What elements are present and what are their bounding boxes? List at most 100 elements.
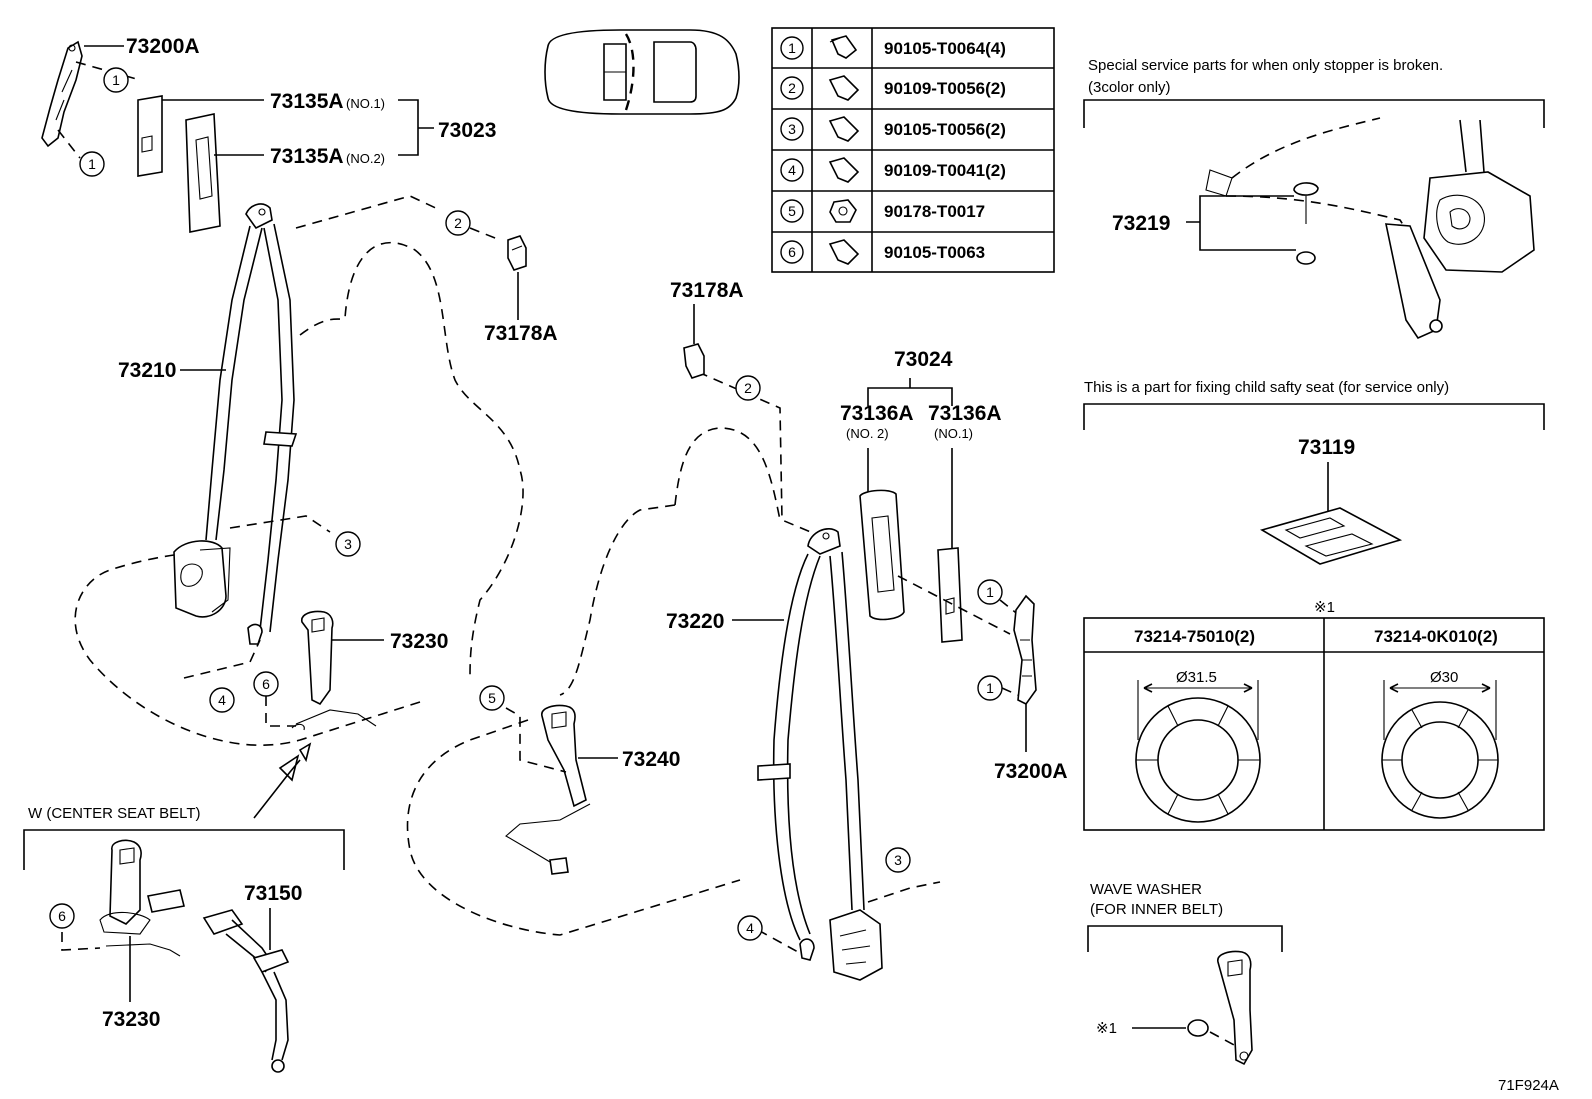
label-73135A-no1: 73135A [270, 90, 344, 113]
fastener-part-5: 90178-T0017 [884, 202, 985, 221]
svg-text:5: 5 [788, 203, 796, 219]
label-73178A-left: 73178A [484, 322, 558, 345]
callout-3-mid: 3 [885, 847, 911, 873]
label-73150: 73150 [244, 882, 302, 905]
note-ref-mark-leader: ※1 [1096, 1020, 1117, 1037]
anchor-73200A-right [1013, 594, 1037, 706]
label-73240: 73240 [622, 748, 680, 771]
fastener-row-5: 5 90178-T0017 [780, 199, 985, 223]
svg-text:6: 6 [788, 244, 796, 260]
callout-3-left: 3 [335, 531, 361, 557]
center-seat-outline [406, 427, 781, 936]
washer-col1: 73214-75010(2) [1134, 627, 1255, 646]
callout-6-left: 6 [253, 671, 279, 697]
bracket-73119 [1259, 507, 1403, 565]
note-center-belt: W (CENTER SEAT BELT) [28, 805, 201, 822]
washer-dia2: Ø30 [1430, 669, 1458, 686]
label-73219: 73219 [1112, 212, 1170, 235]
svg-text:1: 1 [112, 72, 120, 88]
fastener-part-6: 90105-T0063 [884, 243, 985, 262]
fastener-row-3: 3 90105-T0056(2) [780, 116, 1006, 142]
note-stopper-line1: Special service parts for when only stop… [1088, 57, 1443, 74]
cover-73136A-no1 [937, 547, 963, 643]
diagram-id: 71F924A [1498, 1077, 1559, 1094]
svg-text:5: 5 [488, 690, 496, 706]
label-73136A-no1-sub: (NO.1) [934, 426, 973, 441]
svg-text:1: 1 [88, 156, 96, 172]
buckle-73240 [505, 704, 591, 875]
label-73220: 73220 [666, 610, 724, 633]
svg-text:1: 1 [986, 680, 994, 696]
svg-text:1: 1 [986, 584, 994, 600]
label-73024: 73024 [894, 348, 953, 371]
svg-text:4: 4 [218, 692, 226, 708]
callout-1d: 1 [977, 675, 1003, 701]
fastener-row-4: 4 90109-T0041(2) [780, 157, 1006, 183]
label-73136A-no2: 73136A [840, 402, 914, 425]
buckle-73230-left [291, 610, 377, 731]
callout-5: 5 [479, 685, 505, 711]
label-73230-left: 73230 [390, 630, 448, 653]
label-73119: 73119 [1298, 436, 1355, 459]
fastener-table: 1 90105-T0064(4) 2 90109-T0056(2) 3 9010… [771, 27, 1055, 273]
washer-col2: 73214-0K010(2) [1374, 627, 1498, 646]
fastener-part-3: 90105-T0056(2) [884, 120, 1006, 139]
svg-text:1: 1 [788, 40, 796, 56]
buckle-73230-center [99, 839, 185, 957]
washer-1 [1135, 680, 1261, 823]
label-73135A-no1-sub: (NO.1) [346, 96, 385, 111]
belt-73150 [202, 909, 290, 1073]
callout-1a: 1 [103, 67, 129, 93]
belt-73220 [757, 528, 883, 981]
guide-73178A-left [507, 235, 527, 271]
washer-dia1: Ø31.5 [1176, 669, 1217, 686]
callout-2-left: 2 [445, 210, 471, 236]
retractor-73219-detail [1205, 117, 1535, 340]
label-73135A-no2: 73135A [270, 145, 344, 168]
washer-table: 73214-75010(2) 73214-0K010(2) Ø31.5 Ø30 [1083, 617, 1545, 831]
label-73136A-no1: 73136A [928, 402, 1002, 425]
label-73136A-no2-sub: (NO. 2) [846, 426, 889, 441]
vehicle-top-view [544, 29, 740, 115]
callout-6-center: 6 [49, 903, 75, 929]
fastener-row-2: 2 90109-T0056(2) [780, 75, 1006, 101]
svg-text:6: 6 [262, 676, 270, 692]
callout-4-left: 4 [209, 687, 235, 713]
cover-73135A-no2 [185, 113, 221, 233]
svg-text:2: 2 [788, 80, 796, 96]
note-wave-washer-2: (FOR INNER BELT) [1090, 901, 1223, 918]
note-child-seat: This is a part for fixing child safty se… [1084, 379, 1449, 396]
label-73135A-no2-sub: (NO.2) [346, 151, 385, 166]
svg-text:4: 4 [746, 920, 754, 936]
guide-73178A-mid [683, 343, 705, 379]
note-wave-washer-1: WAVE WASHER [1090, 881, 1202, 898]
svg-text:6: 6 [58, 908, 66, 924]
note-stopper-line2: (3color only) [1088, 79, 1171, 96]
callout-1c: 1 [977, 579, 1003, 605]
anchor-73200A-top [41, 40, 83, 148]
callout-4-mid: 4 [737, 915, 763, 941]
belt-73210 [173, 203, 298, 645]
callout-2-mid: 2 [735, 375, 761, 401]
arrow-center-belt [253, 754, 301, 819]
washer-2 [1381, 680, 1499, 819]
fastener-row-6: 6 90105-T0063 [780, 239, 985, 265]
svg-text:3: 3 [788, 121, 796, 137]
label-73210: 73210 [118, 359, 176, 382]
left-seat-outline [74, 241, 524, 746]
fastener-row-1: 1 90105-T0064(4) [780, 35, 1006, 60]
note-ref-mark: ※1 [1314, 599, 1335, 616]
svg-text:4: 4 [788, 162, 796, 178]
svg-text:2: 2 [454, 215, 462, 231]
svg-text:3: 3 [894, 852, 902, 868]
svg-text:3: 3 [344, 536, 352, 552]
fastener-part-4: 90109-T0041(2) [884, 161, 1006, 180]
cover-73135A-no1 [137, 95, 163, 177]
label-73200A-right: 73200A [994, 760, 1068, 783]
cover-73136A-no2 [859, 489, 905, 621]
label-73023: 73023 [438, 119, 496, 142]
label-73230-bottom: 73230 [102, 1008, 160, 1031]
callout-1b: 1 [79, 151, 105, 177]
label-73200A-top: 73200A [126, 35, 200, 58]
